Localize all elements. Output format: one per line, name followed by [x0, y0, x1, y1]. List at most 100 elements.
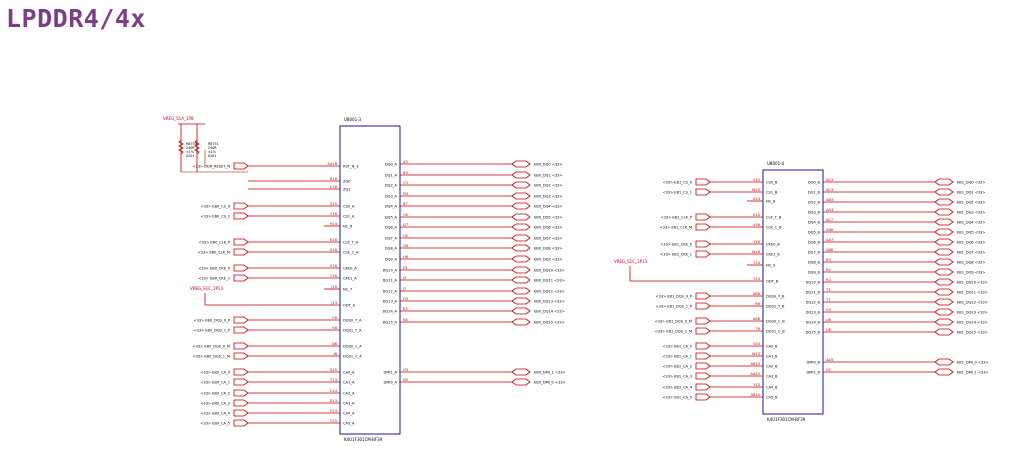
pin-name: DQ11_B	[806, 291, 821, 295]
off-page-connector	[233, 202, 249, 210]
pin-ball: C6	[403, 213, 409, 217]
off-page-connector	[233, 212, 249, 220]
pin-name: DQS1_C_A	[343, 355, 362, 359]
off-page-connector	[934, 178, 954, 186]
ic-part-number: K4U1F301CM-BF39	[767, 417, 806, 422]
resistor-symbol	[194, 139, 200, 155]
net-label: <33> EB0_DQS_1_M	[193, 355, 230, 359]
net-label: EB1_DQ6 <33>	[957, 241, 985, 245]
pin-ball: F16	[330, 212, 337, 216]
pin-name: DQ1_B	[808, 191, 821, 195]
pin-name: DQ12_B	[806, 301, 821, 305]
net-label: <33> EB0_CA_4	[200, 412, 230, 416]
pin-name: RST_N_3	[343, 165, 359, 169]
net-label: EB0_DQ3 <33>	[534, 195, 562, 199]
off-page-connector	[233, 352, 249, 360]
pin-name: CA3_B	[766, 375, 778, 379]
off-page-connector	[511, 318, 531, 326]
off-page-connector	[934, 198, 954, 206]
net-label: <33> EB0_CS_0	[201, 205, 231, 209]
pin-ball: T3	[825, 288, 830, 292]
pin-ball: G16	[330, 248, 338, 252]
ic-body	[339, 125, 401, 435]
pin-ball: AA7	[826, 238, 833, 242]
pin-name: DQ12_A	[383, 290, 398, 294]
pin-name: CA0_A	[343, 371, 355, 375]
pin-ball: E15	[330, 202, 337, 206]
pin-ball: AC7	[826, 218, 833, 222]
pin-name: DQ10_B	[806, 281, 821, 285]
pin-name: DQ8_B	[808, 261, 821, 265]
net-label: <33> EB0_CLK_M	[198, 251, 230, 255]
off-page-connector	[934, 308, 954, 316]
pin-name: CLK_C_B	[766, 226, 782, 230]
pin-name: DQ15_B	[806, 331, 821, 335]
pin-ball: K8	[403, 318, 408, 322]
pin-name: CLK_C_A	[343, 251, 359, 255]
net-label: <33> EB0_CA_2	[200, 392, 230, 396]
pin-ball: AA16	[327, 162, 337, 166]
net-label: EB1_DMI_0 <33>	[957, 361, 989, 365]
pin-name: DQ10_A	[383, 269, 398, 273]
pin-ball: J7	[402, 287, 406, 291]
pin-name: DMI0_B	[807, 361, 821, 365]
off-page-connector	[934, 368, 954, 376]
pin-ball: T6	[755, 327, 761, 331]
pin-name: DQ7_B	[808, 251, 821, 255]
pin-name: CKE1_B	[766, 253, 780, 257]
pin-ball: H3	[403, 297, 408, 301]
pin-name: DQ5_A	[385, 216, 398, 220]
net-label: <33> EB0_CLK_P	[199, 241, 231, 245]
off-page-connector	[695, 393, 711, 401]
pin-ball: AB15	[751, 393, 761, 397]
off-page-connector	[934, 358, 954, 366]
power-label-vreg-s1a: VREG_S1A_1P8	[163, 116, 194, 121]
pin-name: CA4_B	[766, 386, 778, 390]
off-page-connector	[695, 223, 711, 231]
pin-name: CKE0_A	[343, 267, 357, 271]
pin-ball: C16	[330, 185, 338, 189]
pin-name: CA5_B	[766, 396, 778, 400]
pin-name: DQ14_A	[383, 310, 398, 314]
pin-name: CA1_A	[343, 381, 355, 385]
pin-name: DQ11_A	[383, 279, 398, 283]
pin-ball: H8	[403, 255, 409, 259]
off-page-connector	[695, 327, 711, 335]
power-and-resistors: VREG_S1A_1P8R8750240R±1%0201R8751240R±1%…	[163, 116, 710, 306]
pin-name: DQS1_C_B	[766, 330, 785, 334]
pin-name: DQ8_A	[385, 247, 398, 251]
pin-ball: J13	[330, 301, 337, 305]
off-page-connector	[511, 255, 531, 263]
pin-name: CA5_A	[343, 422, 355, 426]
pin-ball: R6	[755, 302, 760, 306]
pin-ball: H14	[330, 222, 338, 226]
net-label: EB1_DQ2 <33>	[957, 201, 985, 205]
pin-ball: U8	[826, 318, 832, 322]
pin-ball: J16	[330, 285, 337, 289]
net-label: <33> EB1_CLK_M	[660, 226, 692, 230]
pin-name: DQ5_B	[808, 231, 821, 235]
pin-ball: C15	[330, 419, 337, 423]
resistor-package: 0201	[186, 154, 194, 158]
off-page-connector	[511, 307, 531, 315]
pin-ball: AB6	[826, 228, 834, 232]
off-page-connector	[233, 419, 249, 427]
pin-ball: U2	[826, 368, 831, 372]
net-label: <33> EB0_CS_1	[201, 215, 230, 219]
pin-ball: V14	[753, 342, 761, 346]
pin-name: NC_7	[343, 288, 352, 292]
pin-name: CKE0_B	[766, 243, 780, 247]
off-page-connector	[233, 264, 249, 272]
resistor-symbol	[178, 139, 184, 155]
pin-ball: E16	[330, 264, 338, 268]
pin-ball: K6	[332, 326, 337, 330]
net-label: <33> EB0_CKE_0	[198, 267, 230, 271]
pin-name: ODT_B	[766, 280, 779, 284]
off-page-connector	[511, 223, 531, 231]
pin-ball: AC3	[826, 188, 833, 192]
net-label: <33> EB1_DQS_1_P	[656, 305, 693, 309]
pin-name: DQ9_A	[385, 258, 398, 262]
net-label: EB0_DQ4 <33>	[534, 205, 562, 209]
net-label: EB1_DQ10 <33>	[957, 281, 988, 285]
